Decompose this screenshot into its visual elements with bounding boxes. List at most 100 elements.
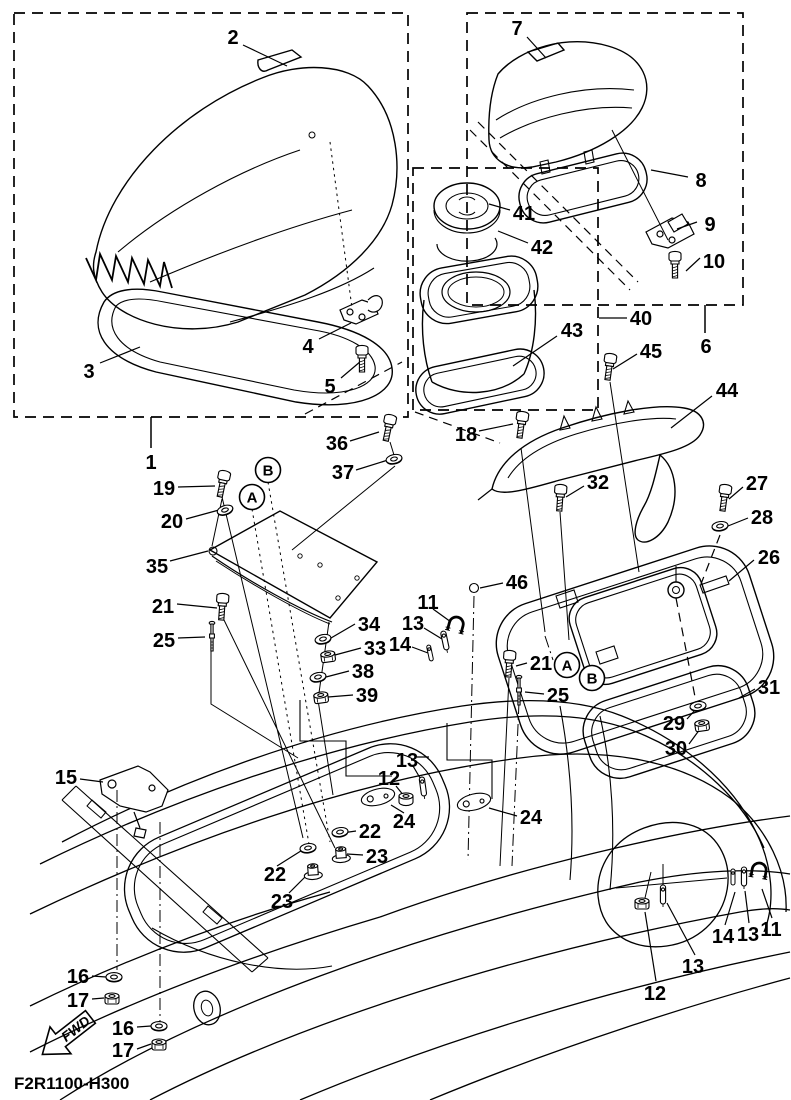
- callout-23: 23: [271, 891, 293, 913]
- nut-icon: [319, 649, 337, 664]
- callout-21: 21: [530, 653, 552, 675]
- svg-text:B: B: [263, 462, 274, 479]
- u-hook-icon: [443, 613, 469, 636]
- sensor-bracket: [99, 765, 169, 839]
- grommet-icon: [398, 792, 414, 807]
- nut-icon: [312, 690, 330, 705]
- lid-assembly-drawing: [488, 40, 695, 249]
- callout-30: 30: [665, 738, 687, 760]
- svg-text:B: B: [587, 670, 598, 687]
- callout-7: 7: [511, 18, 522, 40]
- callout-43: 43: [561, 320, 583, 342]
- callout-29: 29: [663, 713, 685, 735]
- callout-45: 45: [640, 341, 662, 363]
- lid-tab: [526, 42, 566, 62]
- washer-icon: [384, 452, 404, 467]
- callout-38: 38: [352, 661, 374, 683]
- flange-nut-icon: [330, 845, 352, 864]
- callout-13: 13: [396, 750, 418, 772]
- ref-marker-A: A: [553, 651, 581, 679]
- clip-icon: [659, 884, 667, 908]
- flange-nut-icon: [302, 862, 324, 881]
- callout-11: 11: [417, 592, 438, 614]
- callout-18: 18: [455, 424, 477, 446]
- ref-marker-B: B: [578, 664, 606, 692]
- tray-opening: [568, 566, 718, 686]
- washer-icon: [688, 699, 708, 713]
- seat-latch-bracket: [339, 295, 383, 325]
- callout-12: 12: [378, 768, 400, 790]
- bolt-icon: [379, 412, 398, 443]
- callout-14: 14: [389, 634, 412, 656]
- bolt-icon: [668, 250, 682, 279]
- callout-5: 5: [324, 376, 335, 398]
- callout-31: 31: [758, 677, 780, 699]
- pin-icon: [208, 620, 216, 652]
- callout-44: 44: [716, 380, 739, 402]
- callout-34: 34: [358, 614, 381, 636]
- callout-26: 26: [758, 547, 780, 569]
- bucket-assembly-drawing: [415, 182, 545, 415]
- callout-21: 21: [152, 596, 174, 618]
- callout-12: 12: [644, 983, 666, 1005]
- callout-35: 35: [146, 556, 168, 578]
- fwd-arrow: FWD: [41, 1009, 97, 1056]
- callout-24: 24: [520, 807, 543, 829]
- callout-25: 25: [547, 685, 569, 707]
- clip-small-icon: [425, 644, 435, 662]
- callout-27: 27: [746, 473, 768, 495]
- tray-knob: [667, 566, 685, 599]
- lid-gasket: [518, 152, 648, 224]
- projection-lines-dotted: [251, 141, 353, 851]
- seat-strap: [257, 49, 303, 72]
- lid-hinge-bracket: [645, 213, 695, 249]
- nut-icon: [151, 1038, 167, 1051]
- svg-text:A: A: [562, 657, 573, 674]
- washer-icon: [710, 519, 730, 533]
- callout-3: 3: [83, 361, 94, 383]
- washer-icon: [308, 670, 328, 685]
- ref-marker-B: B: [254, 456, 282, 484]
- bucket-cap: [433, 182, 501, 234]
- callout-20: 20: [161, 511, 183, 533]
- fwd-label: FWD: [58, 1012, 93, 1044]
- callout-42: 42: [531, 237, 553, 259]
- clip-icon: [439, 630, 451, 654]
- group-boxes: [13, 12, 744, 418]
- callout-6: 6: [700, 336, 711, 358]
- callout-1: 1: [145, 452, 156, 474]
- callout-19: 19: [153, 478, 175, 500]
- callout-36: 36: [326, 433, 348, 455]
- washer-icon: [330, 825, 350, 839]
- clip-icon: [418, 776, 428, 800]
- bucket-body: [419, 255, 539, 394]
- callout-4: 4: [302, 336, 314, 358]
- bolt-icon: [213, 468, 232, 499]
- clip-small-icon: [730, 868, 736, 886]
- bolt-icon: [355, 344, 369, 373]
- callout-13: 13: [402, 613, 424, 635]
- callout-22: 22: [359, 821, 381, 843]
- callout-2: 2: [227, 27, 238, 49]
- rear-pad: [597, 821, 729, 948]
- bolt-icon: [512, 410, 530, 440]
- callout-16: 16: [112, 1018, 134, 1040]
- washer-icon: [298, 841, 318, 855]
- seat-hinge-teeth: [85, 250, 173, 290]
- ref-marker-A: A: [238, 483, 266, 511]
- washer-icon: [105, 972, 123, 983]
- seat-rail-drawing: [477, 399, 705, 543]
- callout-32: 32: [587, 472, 609, 494]
- callout-9: 9: [704, 214, 715, 236]
- callout-28: 28: [751, 507, 773, 529]
- nut-icon: [104, 992, 120, 1005]
- callout-40: 40: [630, 308, 652, 330]
- callout-33: 33: [364, 638, 386, 660]
- clip-icon: [740, 866, 748, 890]
- lid-assembly-box: [466, 12, 744, 306]
- drain-hole: [193, 990, 221, 1026]
- small-circle-icon: [468, 582, 480, 594]
